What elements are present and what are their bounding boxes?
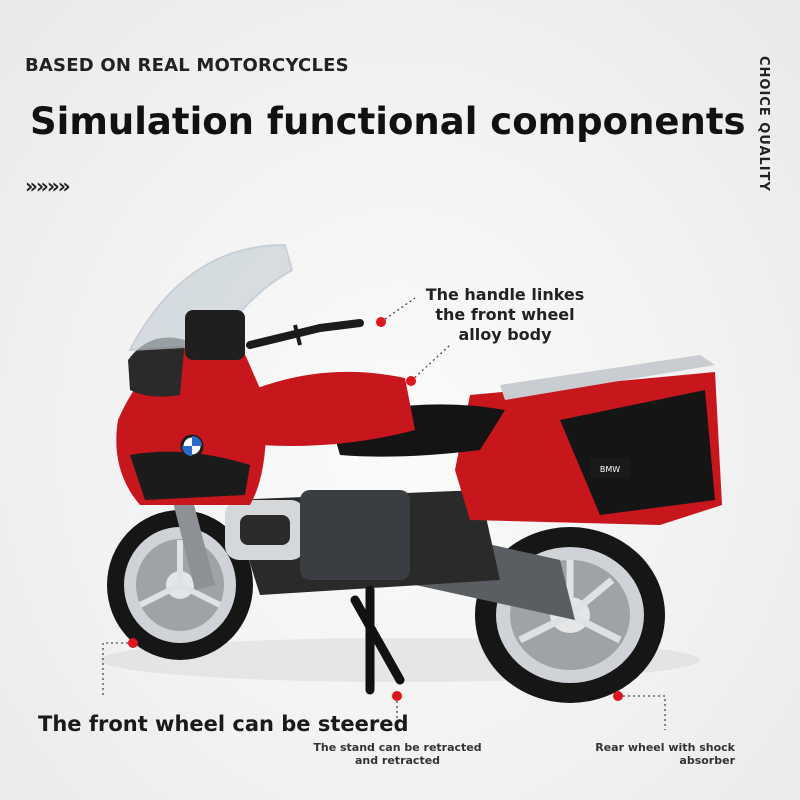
mirror-stem <box>293 324 302 346</box>
headline: Simulation functional components <box>30 100 746 143</box>
marker-front-wheel <box>128 638 138 648</box>
quality-tag: CHOICE QUALITY <box>756 56 771 192</box>
headlight <box>128 337 185 397</box>
handlebar <box>246 319 364 349</box>
callout-leaders <box>102 297 666 730</box>
rear-rack <box>500 355 715 400</box>
callout-stand: The stand can be retracted and retracted <box>313 741 482 767</box>
marker-alloy-body <box>406 376 416 386</box>
callout-handle: The handle linkes the front wheel alloy … <box>425 285 585 344</box>
callout-rear-wheel: Rear wheel with shock absorber <box>595 741 735 767</box>
pannier-badge <box>590 458 630 478</box>
tagline: BASED ON REAL MOTORCYCLES <box>25 55 349 76</box>
callout-markers <box>128 317 623 701</box>
front-wheel <box>107 510 253 660</box>
marker-rear-wheel <box>613 691 623 701</box>
marker-handle <box>376 317 386 327</box>
pannier-badge-text: BMW <box>600 465 620 474</box>
engine-block <box>300 490 410 580</box>
callout-front-wheel: The front wheel can be steered <box>38 712 409 736</box>
fuel-tank <box>240 371 415 446</box>
marker-stand <box>392 691 402 701</box>
chevron-arrows-icon: »»»» <box>25 174 71 198</box>
center-stand <box>350 585 405 695</box>
dashboard <box>185 310 245 360</box>
